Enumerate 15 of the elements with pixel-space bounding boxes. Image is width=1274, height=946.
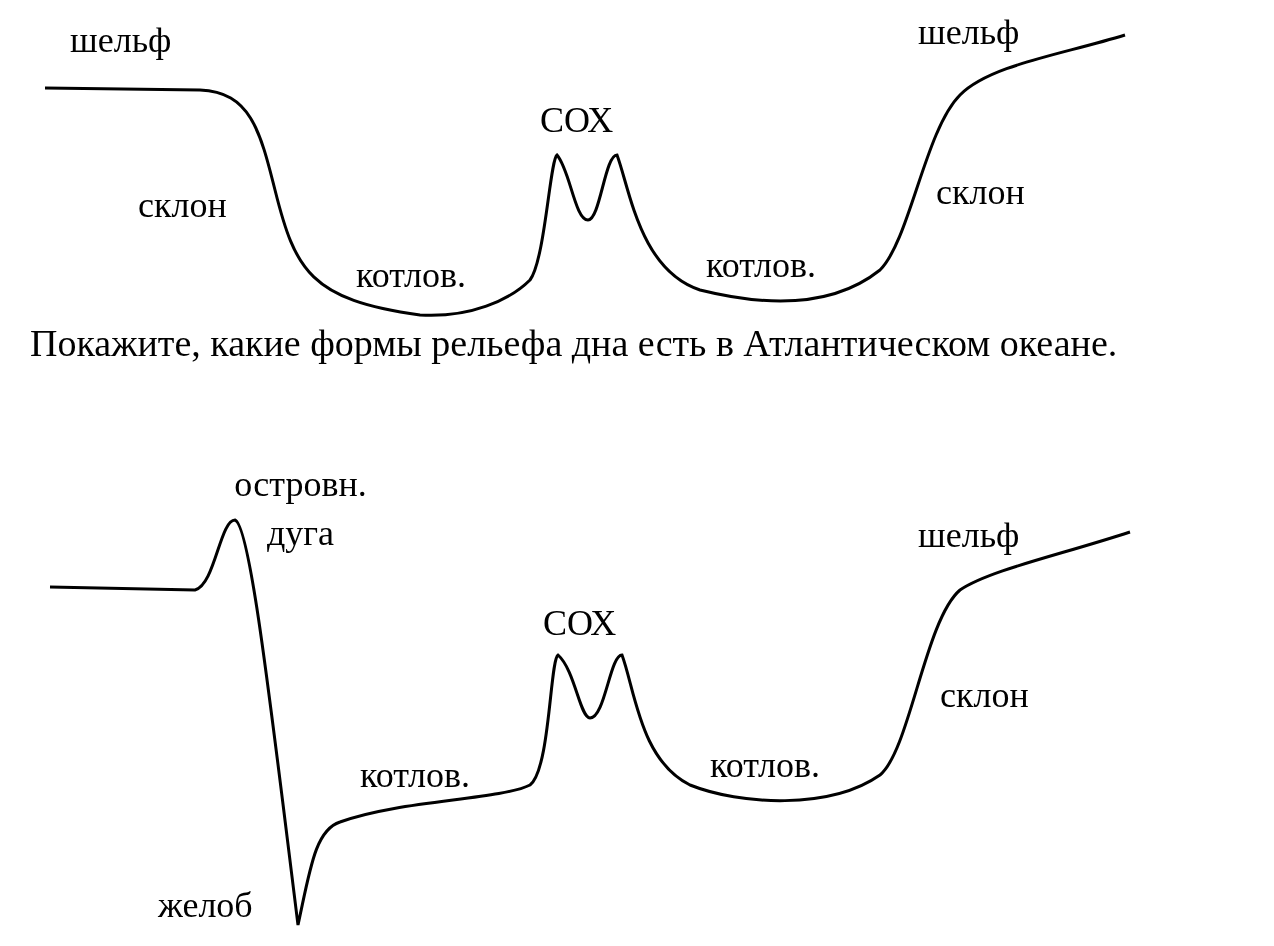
profile-label: шельф <box>70 20 172 62</box>
profile-label: котлов. <box>360 755 470 797</box>
profile-label: шельф <box>918 12 1020 54</box>
profile-label: склон <box>936 172 1025 214</box>
profile-label: шельф <box>918 515 1020 557</box>
question-text: Покажите, какие формы рельефа дна есть в Атлантическом океане. <box>30 322 1119 366</box>
profile-label: СОХ <box>540 100 614 142</box>
profile-label: котлов. <box>356 255 466 297</box>
profile-label: островн. дуга <box>233 463 368 555</box>
profile-label: СОХ <box>543 603 617 645</box>
profile-label: котлов. <box>710 745 820 787</box>
profile-label: склон <box>138 185 227 227</box>
profile-label: желоб <box>158 885 253 927</box>
profile-label: котлов. <box>706 245 816 287</box>
profile-label: склон <box>940 675 1029 717</box>
